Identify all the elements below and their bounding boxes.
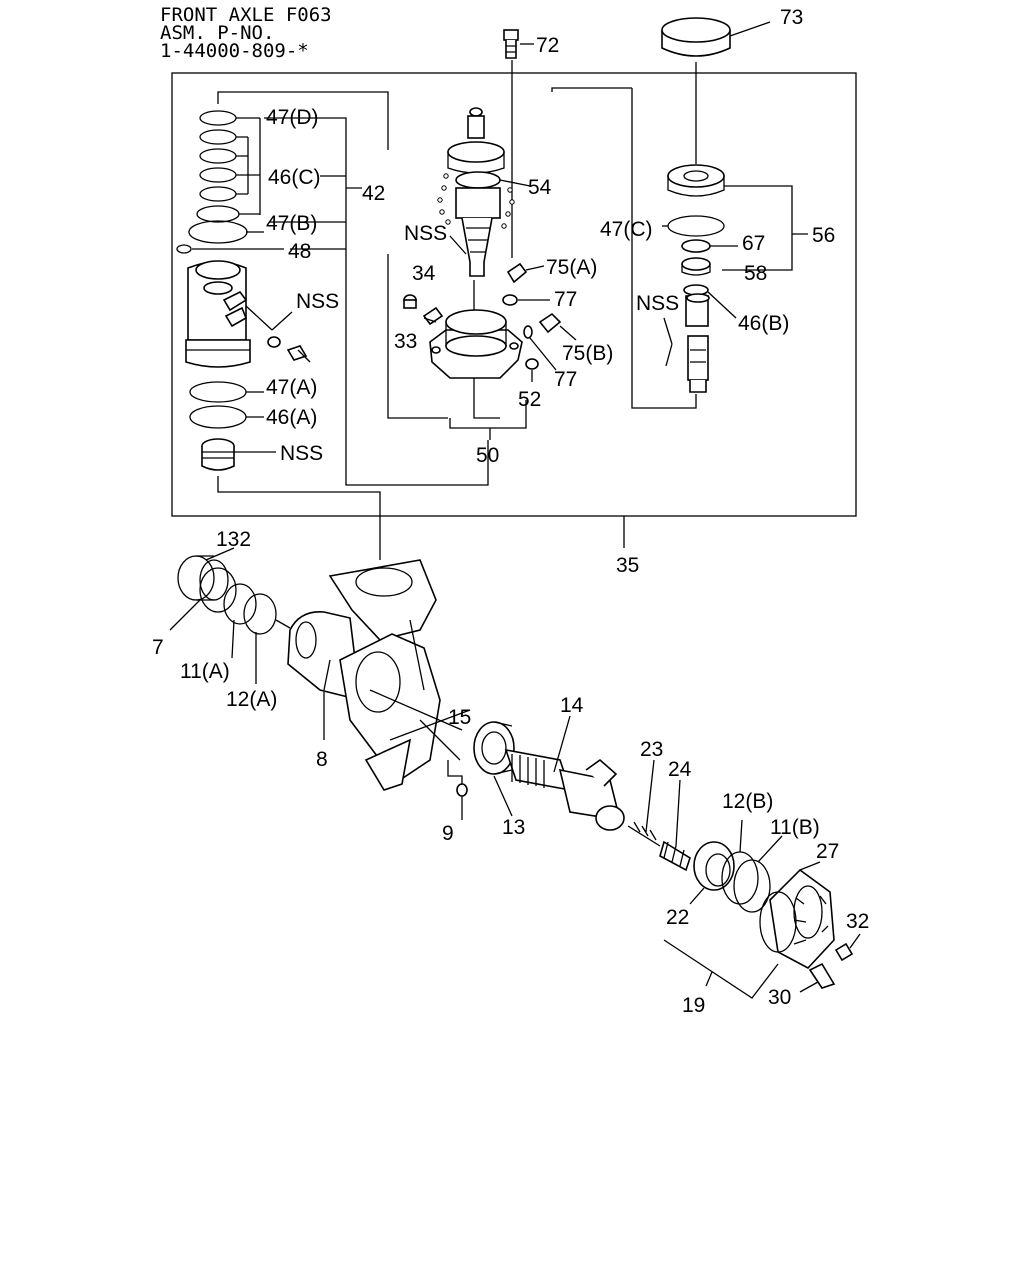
label-58: 58 <box>744 262 767 285</box>
label-12b: 12(B) <box>722 790 773 813</box>
label-19: 19 <box>682 994 705 1017</box>
label-12a: 12(A) <box>226 688 277 711</box>
label-33: 33 <box>394 330 417 353</box>
label-23: 23 <box>640 738 663 761</box>
fitting-75a <box>506 262 528 284</box>
valve-body-housing <box>429 309 523 379</box>
label-27: 27 <box>816 840 839 863</box>
label-48: 48 <box>288 240 311 263</box>
valve-rotor <box>447 107 505 277</box>
label-nss-4: NSS <box>280 442 323 465</box>
label-22: 22 <box>666 906 689 929</box>
label-47c: 47(C) <box>600 218 653 241</box>
label-54: 54 <box>528 176 552 199</box>
label-56: 56 <box>812 224 835 247</box>
adjuster-plug-56 <box>667 164 725 276</box>
label-11a: 11(A) <box>180 660 230 683</box>
label-132: 132 <box>216 528 251 551</box>
label-47b: 47(B) <box>266 212 317 235</box>
label-35: 35 <box>616 554 639 577</box>
left-seal-stack <box>176 110 248 254</box>
label-15: 15 <box>448 706 471 729</box>
label-9: 9 <box>442 822 454 845</box>
label-77-a: 77 <box>554 288 577 311</box>
label-nss-3: NSS <box>296 290 339 313</box>
label-46c: 46(C) <box>268 166 321 189</box>
label-72: 72 <box>536 34 559 57</box>
label-46a: 46(A) <box>266 406 317 429</box>
label-67: 67 <box>742 232 765 255</box>
fitting-75b <box>538 312 562 334</box>
header-line-1: FRONT AXLE F063 <box>160 4 332 26</box>
label-7: 7 <box>152 636 164 659</box>
label-50: 50 <box>476 444 499 467</box>
label-52: 52 <box>518 388 541 411</box>
seal-rings-132 <box>177 555 277 635</box>
subassembly-frame <box>171 72 857 517</box>
pinion-shaft <box>687 335 709 393</box>
bearing-22 <box>693 841 735 891</box>
bearing-13 <box>473 721 515 775</box>
side-cover-27 <box>759 868 835 969</box>
label-46b: 46(B) <box>738 312 789 335</box>
label-42: 42 <box>362 182 385 205</box>
label-11b: 11(B) <box>770 816 820 839</box>
label-32: 32 <box>846 910 869 933</box>
sector-shaft-14 <box>504 748 625 831</box>
label-8: 8 <box>316 748 328 771</box>
plug-fitting <box>201 438 235 471</box>
label-75b: 75(B) <box>562 342 613 365</box>
ball-bearings <box>437 173 515 229</box>
label-24: 24 <box>668 758 692 781</box>
label-73: 73 <box>780 6 803 29</box>
label-14: 14 <box>560 694 584 717</box>
label-77-b: 77 <box>554 368 577 391</box>
valve-housing <box>185 260 251 368</box>
header-line-3: 1-44000-809-* <box>160 40 309 62</box>
fittings-33-34 <box>403 294 444 326</box>
label-13: 13 <box>502 816 525 839</box>
label-34: 34 <box>412 262 436 285</box>
label-nss-2: NSS <box>636 292 679 315</box>
label-47a: 47(A) <box>266 376 317 399</box>
label-47d: 47(D) <box>266 106 319 129</box>
label-75a: 75(A) <box>546 256 597 279</box>
seal-46b-sleeve <box>683 284 710 327</box>
label-30: 30 <box>768 986 791 1009</box>
spring-23-24 <box>627 821 691 872</box>
header-line-2: ASM. P-NO. <box>160 22 275 44</box>
cap-73 <box>661 17 731 57</box>
bolt-72 <box>503 29 519 59</box>
gear-housing-8 <box>287 559 471 791</box>
label-nss-1: NSS <box>404 222 447 245</box>
